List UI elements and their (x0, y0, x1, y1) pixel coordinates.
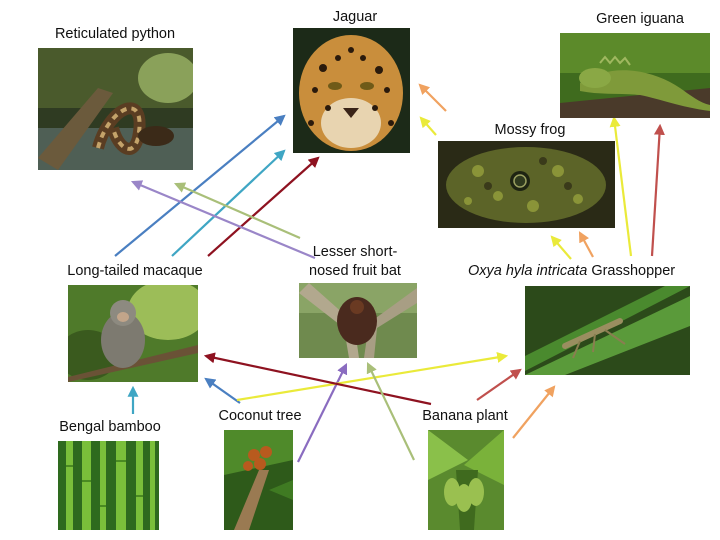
arrow-mossy-frog-to-jaguar (418, 83, 447, 112)
label-long-tailed-macaque: Long-tailed macaque (67, 263, 203, 279)
arrow-grasshopper-to-green-iguana (650, 123, 665, 257)
label-mossy-frog: Mossy frog (494, 122, 566, 138)
arrow-banana-plant-to-grasshopper (476, 368, 522, 401)
photo-lesser-short-nosed-fruit-bat (299, 283, 417, 358)
label-grasshopper: Oxya hyla intricata Grasshopper (468, 262, 718, 280)
arrow-banana-plant-to-lesser-short-nosed-fruit-bat (366, 362, 415, 461)
label-green-iguana: Green iguana (596, 11, 684, 27)
label-bengal-bamboo: Bengal bamboo (59, 419, 161, 435)
label-coconut-tree: Coconut tree (218, 408, 302, 424)
photo-grasshopper (525, 286, 690, 375)
arrow-banana-plant-to-long-tailed-macaque (203, 352, 432, 406)
label-banana-plant: Banana plant (422, 408, 508, 424)
photo-reticulated-python (38, 48, 193, 170)
label-fruit-bat-line2: nosed fruit bat (309, 263, 401, 279)
label-jaguar: Jaguar (332, 9, 378, 25)
arrow-coconut-tree-to-long-tailed-macaque (204, 377, 241, 404)
grasshopper-species-name: Oxya hyla intricata (468, 263, 588, 279)
arrow-grasshopper-to-green-iguana (609, 115, 633, 257)
arrow-mossy-frog-to-jaguar (419, 116, 437, 136)
arrow-grasshopper-to-mossy-frog (550, 235, 572, 260)
arrow-banana-plant-to-jaguar (207, 156, 320, 257)
photo-coconut-tree (224, 430, 293, 530)
photo-jaguar (293, 28, 410, 153)
photo-green-iguana (560, 33, 710, 118)
arrow-grasshopper-to-mossy-frog (578, 231, 594, 258)
arrow-coconut-tree-to-grasshopper (236, 351, 509, 402)
label-fruit-bat-line1: Lesser short- (312, 244, 398, 260)
photo-long-tailed-macaque (68, 285, 198, 382)
photo-mossy-frog (438, 141, 615, 228)
label-reticulated-python: Reticulated python (54, 26, 176, 42)
grasshopper-common-name: Grasshopper (591, 263, 676, 279)
photo-banana-plant (428, 430, 504, 530)
arrow-lesser-short-nosed-fruit-bat-to-reticulated-python (173, 182, 301, 240)
arrow-lesser-short-nosed-fruit-bat-to-reticulated-python (130, 180, 316, 260)
photo-bengal-bamboo (58, 441, 159, 530)
